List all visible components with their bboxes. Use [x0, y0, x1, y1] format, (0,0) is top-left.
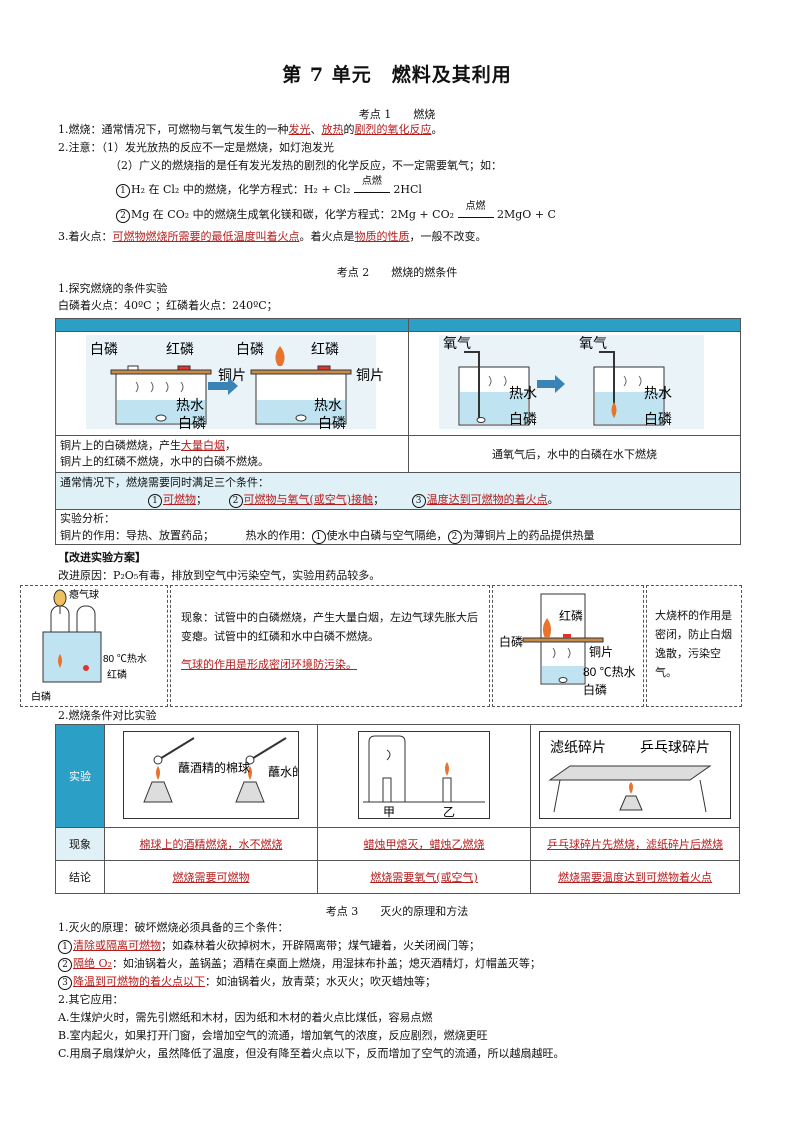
note-1: 2.注意：（1）发光放热的反应不一定是燃烧，如灯泡发光	[58, 141, 334, 154]
section-heading-1: 考点 1 燃烧	[358, 108, 436, 121]
svg-text:红磷: 红磷	[311, 341, 339, 357]
big-beaker-note-box: 大烧杯的作用是密闭，防止白烟逸散，污染空气。	[646, 585, 742, 707]
svg-text:白磷: 白磷	[583, 682, 607, 697]
obs-paper: 乒乓球碎片先燃烧，滤纸碎片后燃烧	[530, 827, 740, 861]
svg-text:80 ℃热水: 80 ℃热水	[583, 665, 636, 679]
comparison-table: 实验 蘸酒精的棉球 蘸水的棉球	[55, 724, 740, 894]
ignition-points-line: 白磷着火点：40ºC ；红磷着火点：240ºC；	[58, 299, 278, 312]
obs-candle: 蜡烛甲熄灭，蜡烛乙燃烧	[317, 827, 531, 861]
con-cotton: 燃烧需要可燃物	[104, 860, 318, 894]
svg-text:白磷: 白磷	[318, 415, 346, 431]
oxygen-underwater-figure: 氧气 热水 白磷 氧气 热水 白磷	[439, 335, 704, 429]
svg-text:80 ℃热水: 80 ℃热水	[103, 652, 147, 665]
paper-pingpong-figure: 滤纸碎片 乒乓球碎片	[539, 730, 731, 819]
subheading-explore: 1.探究燃烧的条件实验	[58, 282, 168, 295]
svg-text:蘸水的棉球: 蘸水的棉球	[268, 764, 299, 779]
obs-cotton: 棉球上的酒精燃烧，水不燃烧	[104, 827, 318, 861]
svg-text:瘪气球: 瘪气球	[69, 588, 99, 601]
svg-text:氧气: 氧气	[443, 335, 471, 351]
row-label-conclusion: 结论	[55, 860, 105, 894]
copper-plate-experiment-figure: 白磷 红磷 铜片 热水 白磷 白磷 红磷 铜片 热水 白磷	[86, 335, 384, 431]
candle-figure: 甲 乙	[358, 730, 490, 819]
fig-paper-cell: 滤纸碎片 乒乓球碎片	[530, 724, 740, 828]
section-heading-2: 考点 2 燃烧的燃条件	[336, 266, 458, 279]
svg-text:白磷: 白磷	[31, 690, 51, 703]
row-label-observation: 现象	[55, 827, 105, 861]
svg-text:铜片: 铜片	[218, 367, 246, 383]
tube-balloon-figure: 瘪气球 80 ℃热水 红磷 白磷	[31, 588, 147, 703]
improved-tube-text-box: 现象：试管中的白磷燃烧，产生大量白烟，左边气球先胀大后变瘪。试管中的红磷和水中白…	[170, 585, 490, 707]
fig-candle-cell: 甲 乙	[317, 724, 531, 828]
svg-text:蘸酒精的棉球: 蘸酒精的棉球	[178, 760, 250, 775]
combustion-condition-table: 白磷 红磷 铜片 热水 白磷 白磷 红磷 铜片 热水 白磷	[55, 318, 741, 545]
application-b: B.室内起火，如果打开门窗，会增加空气的流通，增加氧气的浓度，反应剧烈，燃烧更旺	[58, 1029, 488, 1042]
cotton-ball-figure: 蘸酒精的棉球 蘸水的棉球	[123, 730, 328, 819]
improved-beaker-figure-box: 红磷 白磷 铜片 80 ℃热水 白磷	[492, 585, 644, 707]
svg-text:甲: 甲	[383, 805, 395, 819]
extinguish-principle: 1.灭火的原理：破坏燃烧必须具备的三个条件：	[58, 921, 289, 934]
svg-text:白磷: 白磷	[178, 415, 206, 431]
svg-text:滤纸碎片: 滤纸碎片	[550, 739, 606, 755]
svg-text:红磷: 红磷	[107, 668, 127, 681]
improve-title: 【改进实验方案】	[58, 551, 146, 564]
subheading-compare: 2.燃烧条件对比实验	[58, 709, 157, 722]
figure-cell-left: 白磷 红磷 铜片 热水 白磷 白磷 红磷 铜片 热水 白磷	[55, 331, 409, 436]
other-applications: 2.其它应用：	[58, 993, 124, 1006]
svg-text:白磷: 白磷	[236, 341, 264, 357]
application-a: A.生煤炉火时，需先引燃纸和木材，因为纸和木材的着火点比煤低，容易点燃	[58, 1011, 433, 1024]
fig-cotton-cell: 蘸酒精的棉球 蘸水的棉球	[104, 724, 328, 828]
svg-text:乙: 乙	[443, 805, 455, 819]
svg-text:白磷: 白磷	[644, 411, 672, 427]
row-label-experiment: 实验	[55, 724, 105, 828]
improved-tube-figure-box: 瘪气球 80 ℃热水 红磷 白磷	[20, 585, 168, 707]
svg-text:铜片: 铜片	[356, 367, 384, 383]
observation-right: 通氧气后，水中的白磷在水下燃烧	[408, 435, 741, 473]
svg-text:白磷: 白磷	[90, 341, 118, 357]
figure-cell-right: 氧气 热水 白磷 氧气 热水 白磷	[408, 331, 741, 436]
big-beaker-figure: 红磷 白磷 铜片 80 ℃热水 白磷	[499, 593, 636, 697]
svg-text:红磷: 红磷	[166, 341, 194, 357]
svg-text:热水: 热水	[314, 397, 342, 413]
ignition-point: 3.着火点：可燃物燃烧所需要的最低温度叫着火点。着火点是物质的性质，一般不改变。	[58, 230, 487, 243]
svg-text:氧气: 氧气	[579, 335, 607, 351]
balloon-role: 气球的作用是形成密闭环境防污染。	[181, 658, 357, 671]
improve-reason: 改进原因：P₂O₅有毒，排放到空气中污染空气，实验用药品较多。	[58, 569, 381, 582]
svg-text:热水: 热水	[176, 397, 204, 413]
con-paper: 燃烧需要温度达到可燃物着火点	[530, 860, 740, 894]
combustion-definition: 1.燃烧：通常情况下，可燃物与氧气发生的一种发光、放热的剧烈的氧化反应。	[58, 123, 443, 136]
svg-text:热水: 热水	[509, 385, 537, 401]
improved-observation: 现象：试管中的白磷燃烧，产生大量白烟，左边气球先胀大后变瘪。试管中的红磷和水中白…	[181, 611, 478, 643]
svg-text:铜片: 铜片	[589, 644, 613, 659]
note-2: （2）广义的燃烧指的是任有发光发热的剧烈的化学反应，不一定需要氧气；如：	[110, 159, 502, 172]
application-c: C.用扇子扇煤炉火，虽然降低了温度，但没有降至着火点以下，反而增加了空气的流通，…	[58, 1047, 565, 1060]
svg-text:白磷: 白磷	[499, 634, 523, 649]
svg-text:白磷: 白磷	[509, 411, 537, 427]
svg-text:乒乓球碎片: 乒乓球碎片	[640, 739, 710, 755]
svg-text:红磷: 红磷	[559, 608, 583, 623]
svg-text:热水: 热水	[644, 385, 672, 401]
page-title: 第 7 单元 燃料及其利用	[282, 64, 512, 86]
observation-left: 铜片上的白磷燃烧，产生大量白烟， 铜片上的红磷不燃烧，水中的白磷不燃烧。	[55, 435, 409, 473]
section-heading-3: 考点 3 灭火的原理和方法	[325, 905, 469, 918]
big-beaker-note: 大烧杯的作用是密闭，防止白烟逸散，污染空气。	[655, 609, 732, 679]
con-candle: 燃烧需要氧气(或空气)	[317, 860, 531, 894]
